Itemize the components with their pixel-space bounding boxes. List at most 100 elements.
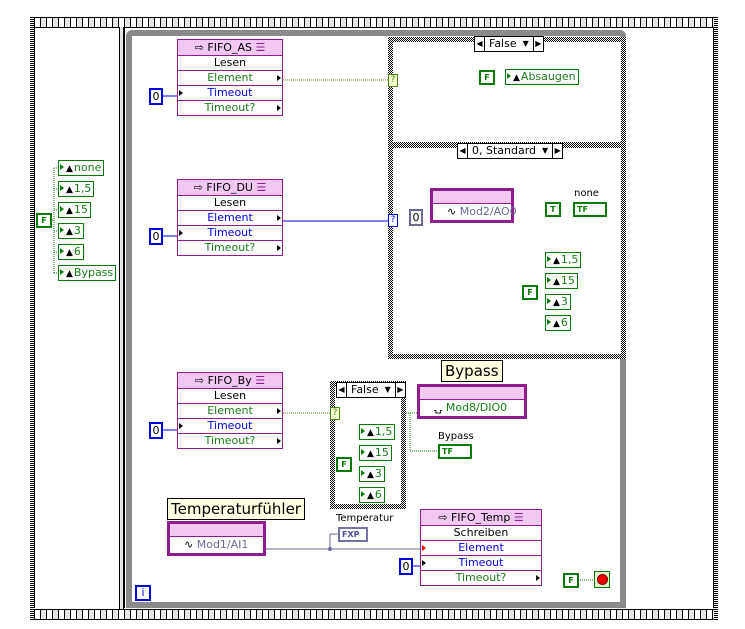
true-constant[interactable]: T <box>545 202 561 217</box>
zero-constant[interactable]: 0 <box>409 209 423 226</box>
enum-value: 6 <box>73 245 81 258</box>
home-icon: ▲ <box>66 269 73 279</box>
output-terminal-icon[interactable] <box>277 75 281 81</box>
case-selector-terminal[interactable]: ? <box>388 74 398 87</box>
enum-constant-bypass[interactable]: ▲Bypass <box>58 265 117 281</box>
absaugen-local-variable[interactable]: ▲Absaugen <box>505 69 579 85</box>
increment-arrow-icon[interactable]: ▶ <box>397 385 404 394</box>
enum-constant-6[interactable]: ▲6 <box>359 487 385 503</box>
home-icon: ▲ <box>367 449 374 459</box>
output-terminal-icon[interactable] <box>277 408 281 414</box>
enum-constant-3[interactable]: ▲3 <box>58 223 84 239</box>
output-terminal-icon[interactable] <box>277 245 281 251</box>
enum-value: 1,5 <box>560 253 579 266</box>
temperature-sensor-label: Temperaturfühler <box>167 498 305 520</box>
io-node-header <box>170 524 263 537</box>
input-terminal-icon[interactable] <box>179 230 183 236</box>
decrement-arrow-icon[interactable]: ◀ <box>459 146 466 155</box>
decrement-arrow-icon[interactable]: ◀ <box>338 385 345 394</box>
dropdown-icon[interactable]: ▼ <box>522 39 529 48</box>
output-terminal-icon[interactable] <box>277 215 281 221</box>
input-terminal-icon[interactable] <box>179 423 183 429</box>
io-node-name: Mod2/AO0 <box>459 205 517 218</box>
mod2-ao0-io-node[interactable]: ∿ Mod2/AO0 <box>430 188 517 223</box>
enum-arrow-icon <box>507 73 511 79</box>
enum-arrow-icon <box>60 248 64 254</box>
enum-constant-15[interactable]: ▲15 <box>58 202 91 218</box>
enum-constant-none[interactable]: ▲none <box>58 160 105 176</box>
case-selector-terminal[interactable]: ? <box>388 214 398 227</box>
enum-local-3[interactable]: ▲3 <box>545 294 571 310</box>
home-icon: ▲ <box>66 185 73 195</box>
false-constant[interactable]: F <box>522 285 538 300</box>
fifo-element-row: Element <box>178 71 282 86</box>
stop-terminal[interactable] <box>594 571 610 588</box>
fifo-timedout-row: Timeout? <box>178 101 282 115</box>
timeout-constant[interactable]: 0 <box>399 558 413 575</box>
enum-arrow-icon <box>361 491 365 497</box>
mod8-dio0-io-node[interactable]: ⍽ Mod8/DIO0 <box>417 384 527 419</box>
input-terminal-icon[interactable] <box>179 90 183 96</box>
io-node-body: ⍽ Mod8/DIO0 <box>420 400 524 416</box>
false-constant[interactable]: F <box>479 70 495 85</box>
timeout-constant[interactable]: 0 <box>149 228 163 245</box>
fifo-timeout-row: Timeout <box>421 556 541 571</box>
enum-constant-15[interactable]: ▲15 <box>359 445 392 461</box>
fifo-timeout-row: Timeout <box>178 419 282 434</box>
row-label: Timeout <box>207 419 253 432</box>
timeout-constant[interactable]: 0 <box>149 88 163 105</box>
enum-wires <box>52 167 58 274</box>
enum-arrow-icon <box>60 206 64 212</box>
case-selector-du[interactable]: ◀ 0, Standard ▼ ▶ <box>457 143 564 159</box>
enum-constant-3[interactable]: ▲3 <box>359 466 385 482</box>
io-node-header <box>420 387 524 400</box>
fifo-by-node[interactable]: ⇨ FIFO_By ☰ Lesen Element Timeout Timeou… <box>177 372 283 449</box>
sequence-frame-2 <box>124 27 714 608</box>
increment-arrow-icon[interactable]: ▶ <box>535 39 542 48</box>
fifo-mode: Lesen <box>178 56 282 71</box>
enum-constant-6[interactable]: ▲6 <box>58 244 84 260</box>
home-icon: ▲ <box>367 491 374 501</box>
timeout-constant[interactable]: 0 <box>149 422 163 439</box>
case-selector-as[interactable]: ◀False▼▶ <box>474 36 544 52</box>
row-label: Element <box>207 211 253 224</box>
fifo-as-node[interactable]: ⇨ FIFO_AS ☰ Lesen Element Timeout Timeou… <box>177 39 283 116</box>
fifo-read-icon: ⇨ <box>193 181 207 194</box>
fifo-name: FIFO_Temp <box>450 511 511 524</box>
fifo-timedout-row: Timeout? <box>178 241 282 255</box>
case-selector-terminal[interactable]: ? <box>330 407 340 420</box>
fifo-du-node[interactable]: ⇨ FIFO_DU ☰ Lesen Element Timeout Timeou… <box>177 179 283 256</box>
stop-false-constant[interactable]: F <box>563 573 579 588</box>
enum-constant-1-5[interactable]: ▲1,5 <box>58 181 95 197</box>
input-terminal-icon[interactable] <box>422 560 426 566</box>
decrement-arrow-icon[interactable]: ◀ <box>476 39 483 48</box>
row-label: Element <box>207 71 253 84</box>
case-label: 0, Standard <box>472 144 537 157</box>
home-icon: ▲ <box>513 73 520 83</box>
mod1-ai1-io-node[interactable]: ∿ Mod1/AI1 <box>167 521 266 556</box>
fifo-temp-node[interactable]: ⇨ FIFO_Temp ☰ Schreiben Element Timeout … <box>420 509 542 586</box>
enum-local-15[interactable]: ▲15 <box>545 273 578 289</box>
false-constant[interactable]: F <box>336 457 352 472</box>
bypass-boolean-indicator[interactable]: TF <box>438 444 472 459</box>
temperature-fxp-indicator[interactable]: FXP <box>338 527 368 542</box>
increment-arrow-icon[interactable]: ▶ <box>554 146 561 155</box>
output-terminal-icon[interactable] <box>277 105 281 111</box>
output-terminal-icon[interactable] <box>536 575 540 581</box>
dropdown-icon[interactable]: ▼ <box>384 385 391 394</box>
enum-local-1-5[interactable]: ▲1,5 <box>545 252 582 268</box>
enum-local-6[interactable]: ▲6 <box>545 315 571 331</box>
case-selector-by[interactable]: ◀False▼▶ <box>336 382 406 398</box>
output-terminal-icon[interactable] <box>277 438 281 444</box>
enum-value: Bypass <box>73 266 114 279</box>
false-constant[interactable]: F <box>36 213 52 228</box>
enum-constant-1-5[interactable]: ▲1,5 <box>359 424 396 440</box>
enum-value: 15 <box>560 274 575 287</box>
dropdown-icon[interactable]: ▼ <box>542 146 549 155</box>
enum-arrow-icon <box>60 227 64 233</box>
home-icon: ▲ <box>553 256 560 266</box>
enum-arrow-icon <box>361 449 365 455</box>
row-label: Timeout <box>207 86 253 99</box>
none-boolean-indicator[interactable]: TF <box>573 202 607 217</box>
input-terminal-icon[interactable] <box>422 545 426 551</box>
